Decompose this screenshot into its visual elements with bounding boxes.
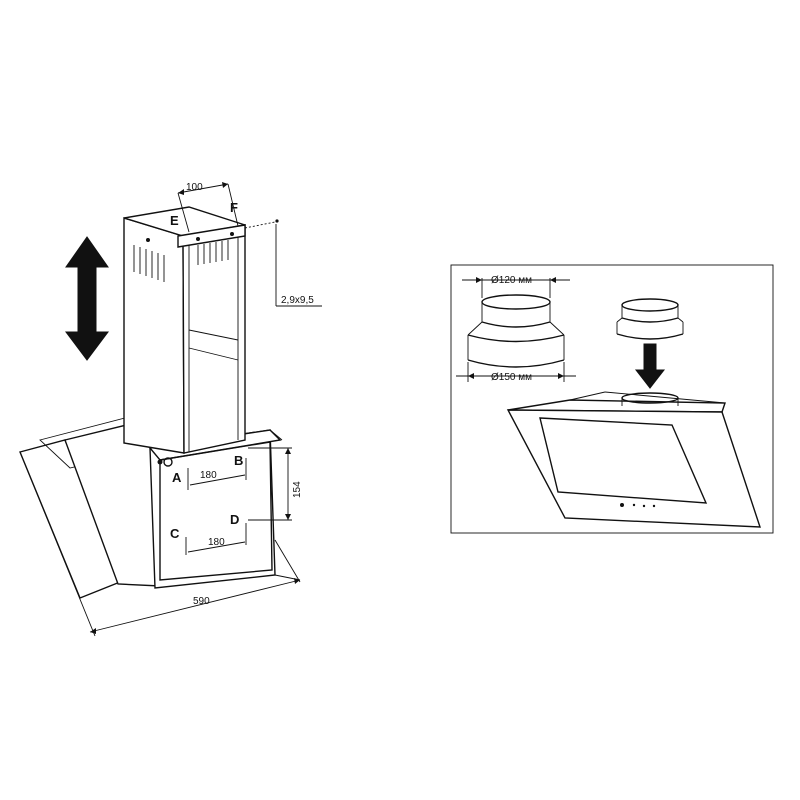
dim-small-diameter-label: Ø120 мм [491,275,532,286]
dim-height: 154 [248,447,303,521]
hood-body [148,429,301,589]
dim-total-width: 590 [19,451,301,637]
button-dot-icon [620,503,624,507]
right-figure-frame [450,264,774,534]
dim-top-width-label: 100 [186,182,203,193]
vent-slots-right [197,240,229,265]
dim-cd: 180 [185,523,247,555]
dim-large-diameter-label: Ø150 мм [491,372,532,383]
dim-total-width-label: 590 [193,596,210,607]
vent-slots-left [133,245,165,282]
mount-hole-icon [163,457,173,467]
dim-screw-label: 2,9x9,5 [281,295,314,306]
height-adjust-arrow-icon [65,236,109,361]
point-e-label: E [170,213,179,228]
mounting-bracket [177,224,246,248]
left-figure: 100 E F 2,9x9,5 180 A B 180 C [19,182,322,637]
dim-screw: 2,9x9,5 [244,219,322,307]
down-arrow-icon [634,343,666,389]
chimney [123,206,246,454]
dim-ab-label: 180 [200,470,217,481]
collar [616,298,684,340]
point-c-label: C [170,526,180,541]
hood [506,391,761,528]
dim-top-width: 100 [177,182,239,233]
point-b-label: B [234,453,243,468]
right-figure: Ø120 мм Ø150 мм [450,264,774,534]
point-d-label: D [230,512,239,527]
reducer-adapter: Ø120 мм Ø150 мм [456,275,576,383]
dim-ab: 180 [187,458,247,490]
dim-cd-label: 180 [208,537,225,548]
point-a-label: A [172,470,182,485]
dim-height-label: 154 [292,481,303,498]
point-f-label: F [230,200,238,215]
